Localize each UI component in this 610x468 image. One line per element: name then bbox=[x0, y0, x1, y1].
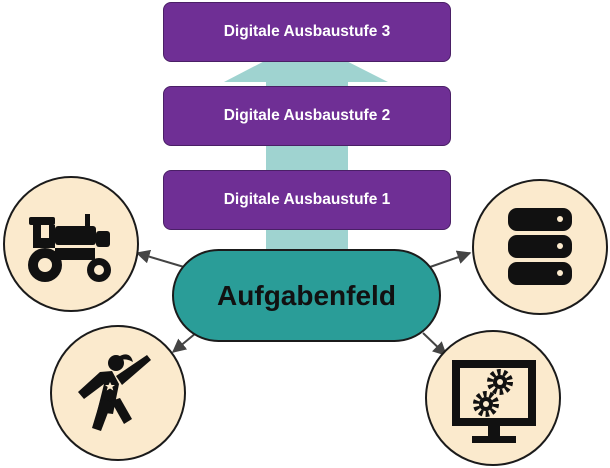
connectors bbox=[135, 249, 472, 356]
tractor-icon bbox=[28, 214, 111, 282]
stage-box-3: Digitale Ausbaustufe 3 bbox=[163, 2, 451, 62]
tractor-node bbox=[3, 176, 139, 312]
stage-label-3: Digitale Ausbaustufe 3 bbox=[223, 23, 391, 40]
connector-monitor bbox=[422, 332, 448, 356]
superhero-icon bbox=[78, 354, 151, 431]
superhero-node bbox=[50, 325, 186, 461]
gear-icon bbox=[473, 391, 499, 417]
stage-label-1: Digitale Ausbaustufe 1 bbox=[223, 191, 391, 208]
connector-database bbox=[429, 250, 472, 268]
center-node: Aufgabenfeld bbox=[172, 249, 441, 342]
monitor-node bbox=[425, 330, 561, 466]
stage-label-2: Digitale Ausbaustufe 2 bbox=[223, 107, 391, 124]
stage-box-1: Digitale Ausbaustufe 1 bbox=[163, 170, 451, 230]
center-label: Aufgabenfeld bbox=[217, 279, 396, 311]
stage-box-2: Digitale Ausbaustufe 2 bbox=[163, 86, 451, 146]
connector-tractor bbox=[135, 249, 185, 268]
database-icon bbox=[508, 208, 572, 285]
database-node bbox=[472, 179, 608, 315]
gear-icon bbox=[487, 369, 513, 395]
monitor-gears-icon bbox=[452, 360, 536, 443]
connector-superhero bbox=[171, 332, 197, 353]
